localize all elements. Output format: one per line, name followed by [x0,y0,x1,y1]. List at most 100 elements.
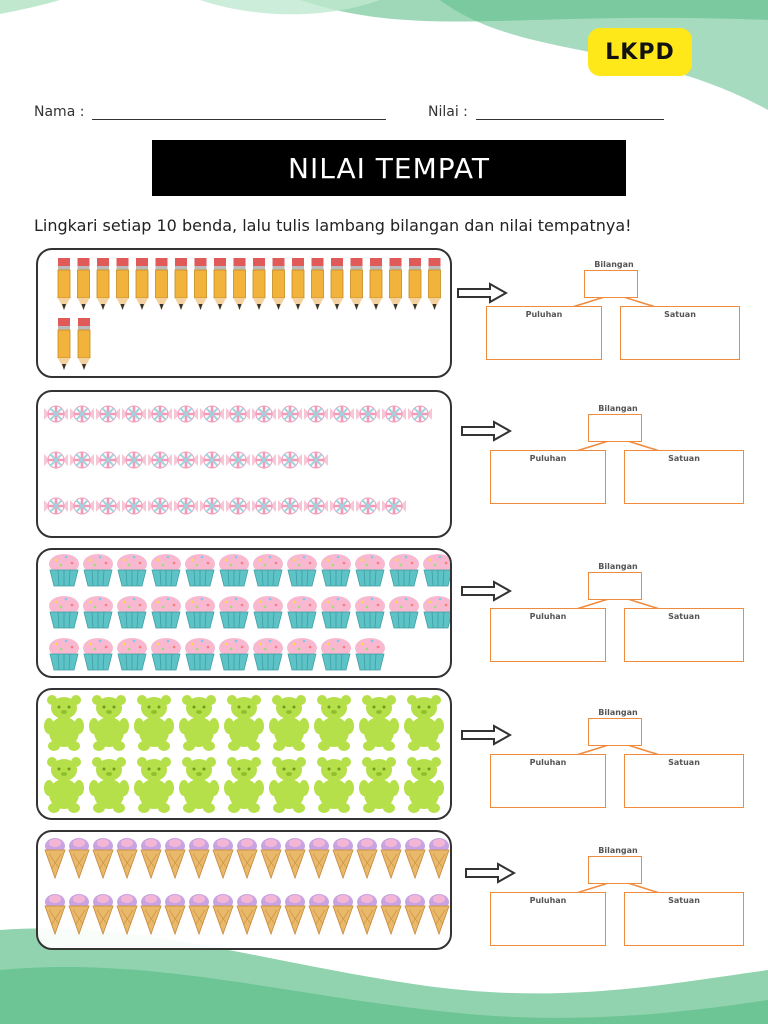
candy-icon [148,451,172,469]
ice-cream-icon [68,838,90,880]
ice-cream-icon [116,838,138,880]
exercise-5-objects [36,830,452,950]
bilangan-answer-box[interactable] [588,718,642,746]
satuan-label: Satuan [668,612,700,621]
candy-icon [252,405,276,423]
pencil-icon [96,258,110,310]
candy-icon [174,405,198,423]
gummy-bear-icon [179,695,219,751]
gummy-bear-icon [44,695,84,751]
cupcake-icon [49,638,79,671]
cupcake-icon [355,554,385,587]
bilangan-label: Bilangan [598,562,638,571]
pencil-icon [57,318,71,370]
cupcake-icon [219,596,249,629]
ice-cream-icon [68,894,90,936]
ice-cream-icon [116,894,138,936]
candy-icon [44,405,68,423]
bilangan-answer-box[interactable] [584,270,638,298]
arrow-icon [461,420,512,442]
ice-cream-icon [140,838,162,880]
puluhan-answer-box[interactable] [490,754,606,808]
cupcake-icon [253,554,283,587]
cupcake-icon [389,554,419,587]
candy-icon [148,405,172,423]
bilangan-answer-box[interactable] [588,856,642,884]
puluhan-answer-box[interactable] [490,450,606,504]
gummy-bear-icon [89,757,129,813]
pencil-icon [57,258,71,310]
ice-cream-icon [236,894,258,936]
candy-icon [200,451,224,469]
puluhan-answer-box[interactable] [486,306,602,360]
candy-icon [70,451,94,469]
bilangan-answer-box[interactable] [588,414,642,442]
gummy-bear-icon [359,695,399,751]
gummy-bear-icon [179,757,219,813]
candy-icon [278,497,302,515]
candy-icon [382,405,406,423]
bilangan-label: Bilangan [598,846,638,855]
exercise-1-objects [36,248,452,378]
bilangan-answer-box[interactable] [588,572,642,600]
cupcake-icon [151,554,181,587]
satuan-answer-box[interactable] [624,754,744,808]
candy-icon [278,405,302,423]
cupcake-icon [185,638,215,671]
pencil-icon [116,258,129,310]
exercise-4-objects [36,688,452,820]
name-field[interactable]: Nama : [34,104,387,120]
gummy-bear-icon [314,695,354,751]
cupcake-icon [321,554,351,587]
gummy-bear-icon [134,757,174,813]
score-line[interactable] [475,104,664,120]
satuan-label: Satuan [668,758,700,767]
exercise-3-objects [36,548,452,678]
pencil-icon [155,258,168,310]
satuan-answer-box[interactable] [624,892,744,946]
cupcake-icon [355,596,385,629]
candy-icon [278,451,302,469]
cupcake-icon [287,554,317,587]
candy-icon [226,497,250,515]
satuan-answer-box[interactable] [624,608,744,662]
ice-cream-icon [380,894,402,936]
gummy-bear-icon [314,757,354,813]
bilangan-label: Bilangan [598,404,638,413]
ice-cream-icon [44,838,66,880]
satuan-answer-box[interactable] [620,306,740,360]
ice-cream-icon [260,838,282,880]
candy-icon [70,405,94,423]
candy-icon [408,405,432,423]
pencil-icon [291,258,305,310]
ice-cream-icon [332,838,354,880]
bilangan-label: Bilangan [594,260,634,269]
candy-icon [304,451,328,469]
name-line[interactable] [92,104,387,120]
gummy-bear-icon [404,695,444,751]
puluhan-answer-box[interactable] [490,608,606,662]
gummy-bear-icon [269,695,309,751]
candy-icon [96,405,120,423]
ice-cream-icon [284,838,306,880]
ice-cream-icon [284,894,306,936]
candy-icon [96,497,120,515]
candy-icon [356,497,380,515]
cupcake-icon [185,554,215,587]
ice-cream-icon [188,838,210,880]
candy-icon [226,451,250,469]
satuan-answer-box[interactable] [624,450,744,504]
cupcake-icon [423,554,450,587]
puluhan-answer-box[interactable] [490,892,606,946]
puluhan-label: Puluhan [529,896,567,905]
gummy-bear-icon [44,757,84,813]
score-field[interactable]: Nilai : [428,104,664,120]
candy-icon [330,405,354,423]
cupcake-icon [253,596,283,629]
cupcake-icon [151,596,181,629]
pencil-icon [174,258,188,310]
page-title: NILAI TEMPAT [152,140,626,196]
